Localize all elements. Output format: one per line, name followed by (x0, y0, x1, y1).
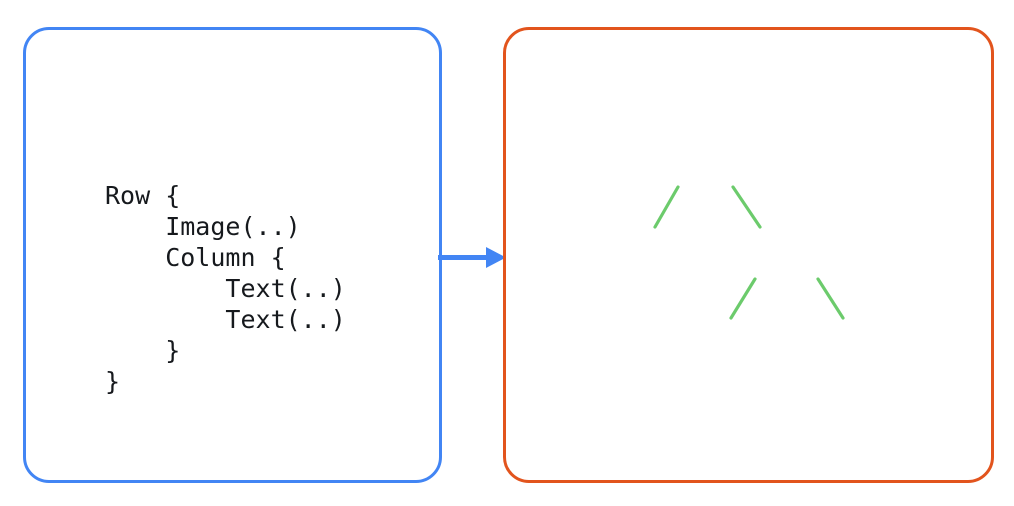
tree-connectors (653, 185, 845, 320)
edge-row-image (653, 185, 680, 229)
code-panel: Row { Image(..) Column { Text(..) Text(.… (23, 27, 442, 483)
flow-arrow-icon (438, 247, 506, 268)
edge-column-text1 (729, 277, 757, 320)
tree-panel: Row Image Column Text Text (503, 27, 994, 483)
edge-column-text2 (816, 277, 845, 320)
edge-row-column (731, 185, 762, 229)
code-snippet: Row { Image(..) Column { Text(..) Text(.… (105, 181, 346, 396)
